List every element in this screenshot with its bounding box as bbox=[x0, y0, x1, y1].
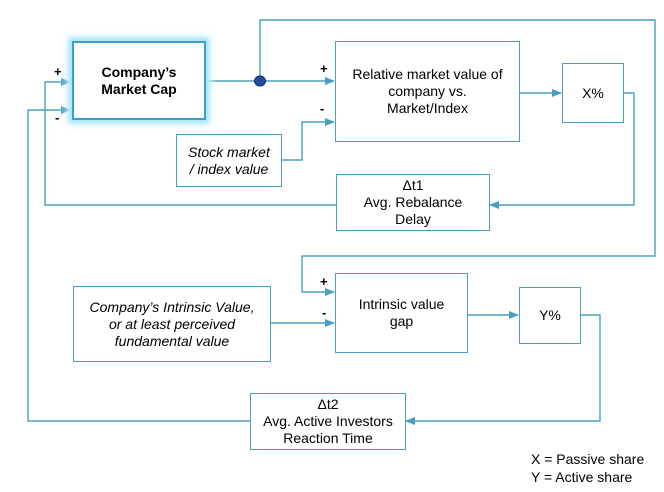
sign-plus-relative: + bbox=[320, 61, 328, 76]
connector-stock-to-relative bbox=[282, 118, 335, 161]
rebalance-delay-box: Δt1 Avg. Rebalance Delay bbox=[336, 174, 490, 231]
stock-market-index-box: Stock market / index value bbox=[176, 134, 282, 187]
sign-plus-gap: + bbox=[320, 274, 328, 289]
x-percent-box: X% bbox=[562, 63, 624, 123]
connector-x-to-delay1 bbox=[489, 92, 635, 209]
connector-marketcap-to-intrinsic-gap bbox=[259, 19, 656, 296]
intrinsic-value-box: Company’s Intrinsic Value, or at least p… bbox=[73, 286, 271, 362]
sign-minus-relative: - bbox=[320, 101, 325, 116]
y-percent-box: Y% bbox=[519, 287, 581, 344]
active-investors-delay-box: Δt2 Avg. Active Investors Reaction Time bbox=[250, 393, 406, 450]
connector-delay2-to-marketcap bbox=[27, 106, 250, 422]
sign-plus-marketcap: + bbox=[54, 64, 62, 79]
connector-delay1-to-marketcap bbox=[44, 78, 336, 206]
junction-dot bbox=[254, 75, 266, 87]
intrinsic-gap-box: Intrinsic value gap bbox=[335, 273, 468, 353]
legend-x: X = Passive share bbox=[531, 451, 645, 467]
legend-y: Y = Active share bbox=[531, 469, 633, 485]
sign-minus-gap: - bbox=[322, 305, 327, 320]
connector-y-to-delay2 bbox=[405, 314, 601, 425]
relative-market-value-box: Relative market value of company vs. Mar… bbox=[335, 41, 520, 142]
legend: X = Passive share Y = Active share bbox=[531, 450, 644, 486]
sign-minus-marketcap: - bbox=[55, 110, 60, 125]
market-cap-box: Company’s Market Cap bbox=[72, 41, 206, 120]
